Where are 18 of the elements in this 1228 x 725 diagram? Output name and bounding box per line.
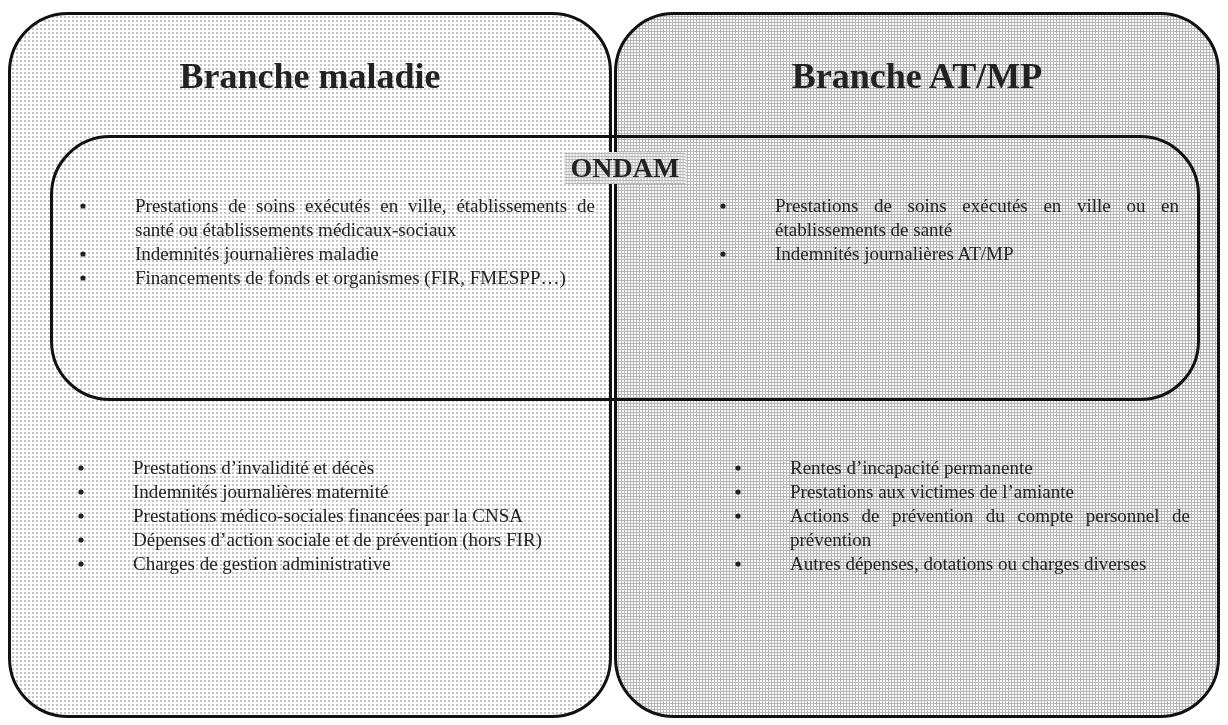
panel-title: Branche maladie [179,55,441,97]
list-item: Indemnités journalières maternité [75,480,593,504]
list-item: Indemnités journalières AT/MP [717,242,1179,266]
panel-title: ONDAM [564,152,686,184]
list-item: Prestations d’invalidité et décès [75,456,593,480]
list-item: Prestations aux victimes de l’amiante [732,480,1190,504]
list-item: Dépenses d’action sociale et de prévention (hors FIR) [75,528,593,552]
panel-title: Branche AT/MP [791,55,1043,97]
list-item: Prestations médico-sociales financées par la CNSA [75,504,593,528]
rounded-panel [50,135,1200,401]
list-item: Financements de fonds et organismes (FIR, FMESPP…) [77,266,595,290]
list-item: Prestations de soins exécutés en ville ou en établissements de santé [717,194,1179,242]
list-item: Autres dépenses, dotations ou charges diverses [732,552,1190,576]
list-item: Charges de gestion administrative [75,552,593,576]
list-item: Prestations de soins exécutés en ville, établissements de santé ou établissements médicaux-sociaux [77,194,595,242]
list-item: Indemnités journalières maladie [77,242,595,266]
list-item: Rentes d’incapacité permanente [732,456,1190,480]
list-item: Actions de prévention du compte personnel de prévention [732,504,1190,552]
